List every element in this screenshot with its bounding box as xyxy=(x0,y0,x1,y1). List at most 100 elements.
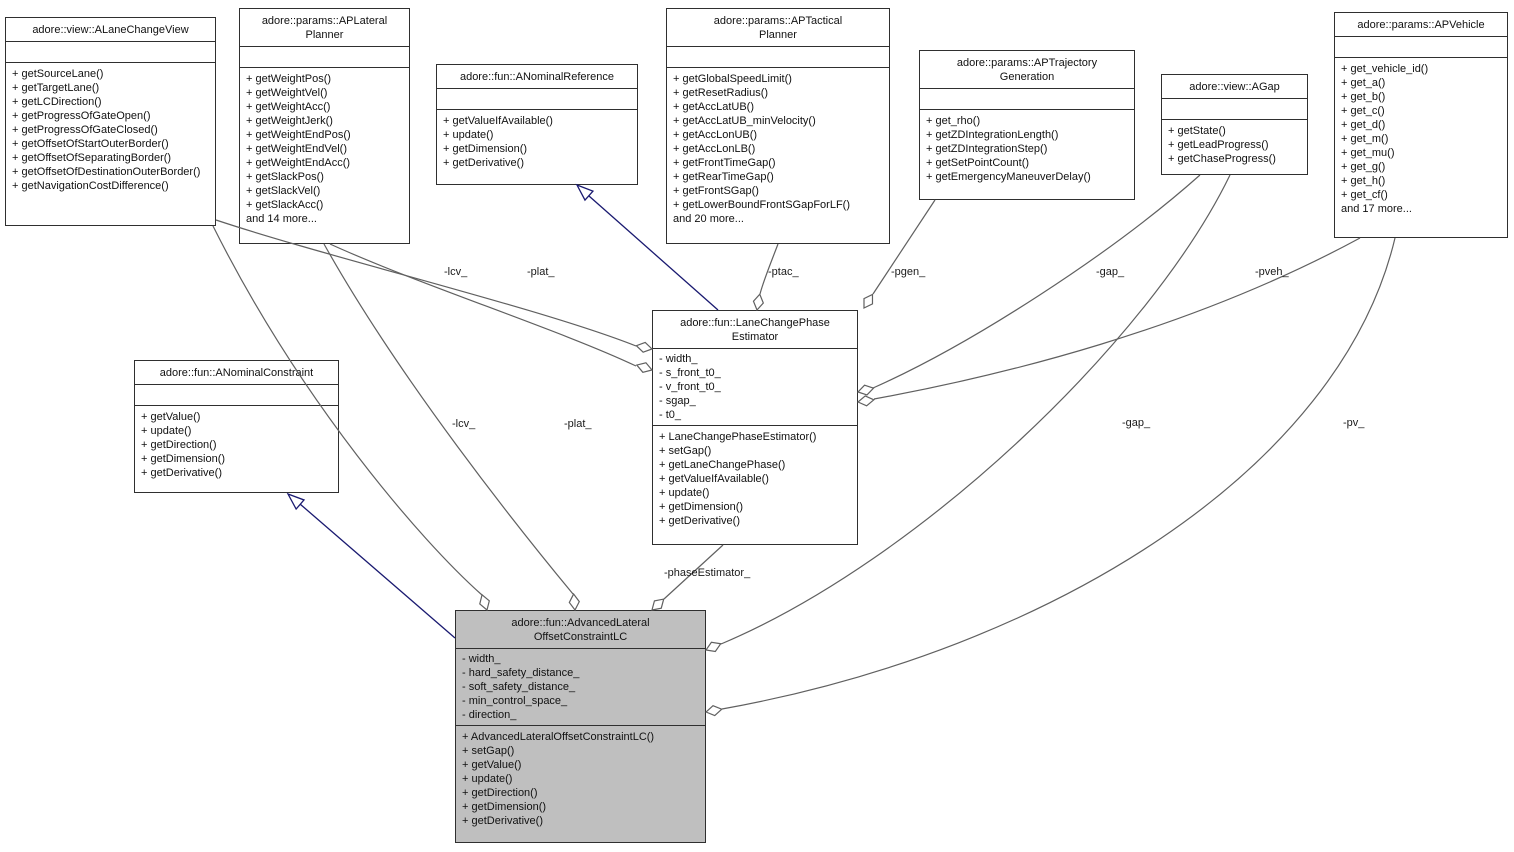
method-line: + getWeightAcc() xyxy=(246,101,331,113)
class-title-line: Estimator xyxy=(731,331,779,343)
aggregation-diamond xyxy=(752,293,765,312)
method-line: + setGap() xyxy=(462,745,515,757)
class-title-line: adore::view::AGap xyxy=(1189,81,1280,93)
method-line: + getAccLatUB_minVelocity() xyxy=(673,115,816,127)
method-line: + getLaneChangePhase() xyxy=(659,459,786,471)
method-line: + update() xyxy=(659,487,710,499)
method-line: + getDimension() xyxy=(462,801,547,813)
attribute-line: - sgap_ xyxy=(659,395,696,407)
method-line: + get_h() xyxy=(1341,175,1386,187)
method-line: + AdvancedLateralOffsetConstraintLC() xyxy=(462,731,655,743)
method-line: + get_vehicle_id() xyxy=(1341,63,1429,75)
class-methods: + get_vehicle_id()+ get_a()+ get_b()+ ge… xyxy=(1335,57,1507,237)
method-line: and 14 more... xyxy=(246,213,317,225)
edge-label-ptac: -ptac_ xyxy=(768,266,799,278)
method-line: + getChaseProgress() xyxy=(1168,153,1276,165)
class-title-line: adore::fun::AdvancedLateral xyxy=(511,617,650,629)
method-line: + get_cf() xyxy=(1341,189,1388,201)
class-box-anominalconstraint[interactable]: adore::fun::ANominalConstraint + getValu… xyxy=(134,360,339,493)
aggregation-diamond xyxy=(704,641,722,653)
class-title-line: adore::params::APLateral xyxy=(261,15,388,27)
aggregation-diamond xyxy=(704,704,723,717)
attribute-line: - width_ xyxy=(659,353,698,365)
class-methods: + AdvancedLateralOffsetConstraintLC() + s… xyxy=(456,725,705,842)
class-title-line: Generation xyxy=(999,71,1055,83)
method-line: + get_mu() xyxy=(1341,147,1395,159)
method-line: + get_rho() xyxy=(926,115,981,127)
class-attributes: - width_- hard_safety_distance_- soft_sa… xyxy=(456,648,705,725)
method-line: + getValueIfAvailable() xyxy=(659,473,769,485)
class-attributes xyxy=(240,46,409,67)
class-methods: + getSourceLane()+ getTargetLane()+ getL… xyxy=(6,62,215,225)
method-line: + getProgressOfGateClosed() xyxy=(12,124,158,136)
method-line: + getSourceLane() xyxy=(12,68,104,80)
class-box-apvehicle[interactable]: adore::params::APVehicle + get_vehicle_i… xyxy=(1334,12,1508,238)
method-line: + getWeightEndVel() xyxy=(246,143,347,155)
association-edge-plat-estimator xyxy=(329,243,637,367)
method-line: + update() xyxy=(462,773,513,785)
class-box-anominalreference[interactable]: adore::fun::ANominalReference + getValue… xyxy=(436,64,638,185)
method-line: + get_m() xyxy=(1341,133,1389,145)
method-line: + getWeightEndPos() xyxy=(246,129,351,141)
method-line: + getRearTimeGap() xyxy=(673,171,774,183)
edge-label-plat-mid: -plat_ xyxy=(564,418,592,430)
method-line: + getSlackAcc() xyxy=(246,199,324,211)
class-title-line: adore::fun::ANominalConstraint xyxy=(159,367,314,379)
method-line: + getAccLonLB() xyxy=(673,143,756,155)
method-line: + getWeightVel() xyxy=(246,87,328,99)
class-attributes: - width_- s_front_t0_- v_front_t0_- sgap… xyxy=(653,348,857,425)
method-line: + getAccLatUB() xyxy=(673,101,755,113)
class-attributes xyxy=(1162,98,1307,119)
method-line: + get_b() xyxy=(1341,91,1386,103)
class-attributes xyxy=(135,384,338,405)
class-box-agap[interactable]: adore::view::AGap + getState()+ getLeadP… xyxy=(1161,74,1308,175)
attribute-line: - hard_safety_distance_ xyxy=(462,667,580,679)
association-edge-gap-estimator xyxy=(872,174,1201,389)
method-line: + getOffsetOfStartOuterBorder() xyxy=(12,138,169,150)
method-line: + update() xyxy=(443,129,494,141)
method-line: + getValue() xyxy=(141,411,201,423)
class-title: adore::fun::ANominalConstraint xyxy=(135,361,338,384)
method-line: + getResetRadius() xyxy=(673,87,769,99)
method-line: + getGlobalSpeedLimit() xyxy=(673,73,792,85)
method-line: + getDirection() xyxy=(141,439,217,451)
method-line: + setGap() xyxy=(659,445,712,457)
method-line: + getAccLonUB() xyxy=(673,129,758,141)
edge-label-gap-mid: -gap_ xyxy=(1122,417,1151,429)
class-attributes xyxy=(6,41,215,62)
method-line: + getValue() xyxy=(462,759,522,771)
method-line: + getDimension() xyxy=(443,143,528,155)
attribute-line: - min_control_space_ xyxy=(462,695,568,707)
class-methods: + getValueIfAvailable()+ update()+ getDi… xyxy=(437,109,637,184)
class-title-line: OffsetConstraintLC xyxy=(533,631,628,643)
aggregation-diamond xyxy=(856,395,875,407)
method-line: and 17 more... xyxy=(1341,203,1412,215)
class-title: adore::view::AGap xyxy=(1162,75,1307,98)
edge-label-pv: -pv_ xyxy=(1343,417,1365,429)
method-line: + getWeightPos() xyxy=(246,73,332,85)
class-title: adore::fun::ANominalReference xyxy=(437,65,637,88)
method-line: + getOffsetOfSeparatingBorder() xyxy=(12,152,172,164)
method-line: + getState() xyxy=(1168,125,1226,137)
class-methods: + getState()+ getLeadProgress()+ getChas… xyxy=(1162,119,1307,174)
method-line: + getOffsetOfDestinationOuterBorder() xyxy=(12,166,201,178)
method-line: + get_c() xyxy=(1341,105,1385,117)
method-line: + getFrontSGap() xyxy=(673,185,759,197)
class-box-alanechangeview[interactable]: adore::view::ALaneChangeView + getSource… xyxy=(5,17,216,226)
edge-label-pveh: -pveh_ xyxy=(1255,266,1289,278)
method-line: and 20 more... xyxy=(673,213,744,225)
method-line: + getSlackVel() xyxy=(246,185,321,197)
method-line: + getWeightJerk() xyxy=(246,115,333,127)
method-line: + get_g() xyxy=(1341,161,1386,173)
edge-label-pgen: -pgen_ xyxy=(891,266,926,278)
attribute-line: - width_ xyxy=(462,653,501,665)
